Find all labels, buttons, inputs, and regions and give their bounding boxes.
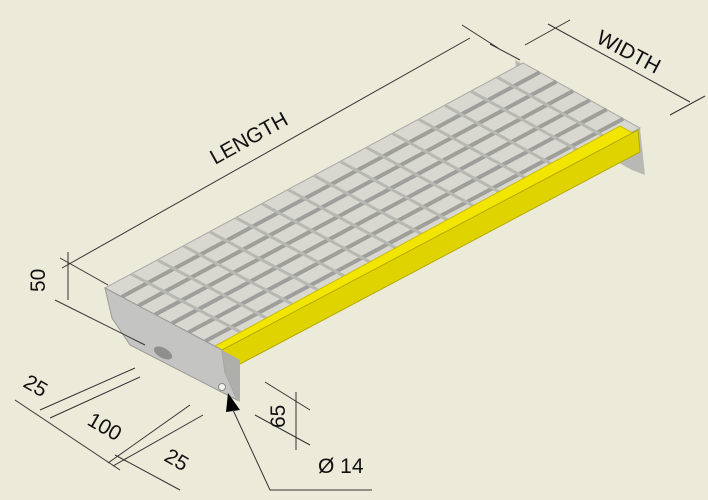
front-edge	[222, 350, 240, 402]
grating-bar	[261, 202, 380, 269]
grating-bar	[391, 131, 511, 199]
slot-hole	[153, 346, 173, 360]
grating-bar	[470, 89, 589, 158]
grating-bar	[339, 160, 458, 227]
ext-line	[107, 404, 191, 464]
slot-spacing-label: 100	[84, 408, 126, 445]
length-label: LENGTH	[206, 108, 292, 169]
grating-bar	[417, 117, 537, 185]
ext-line	[489, 43, 521, 61]
ext-line	[461, 24, 499, 49]
grating-bars	[120, 70, 625, 343]
ext-line	[49, 376, 141, 419]
grating-bar	[234, 216, 354, 282]
ext-line	[254, 414, 311, 446]
grating-bar	[443, 103, 563, 171]
ext-line	[264, 381, 311, 411]
grating-bar	[313, 174, 432, 241]
slot-dim-line	[14, 399, 121, 471]
ext-line	[39, 367, 136, 411]
leader-arrow	[226, 393, 240, 412]
bolt-hole	[218, 383, 226, 391]
hole-height-label: 65	[267, 405, 290, 428]
width-dim-line	[547, 23, 691, 103]
grating-bar	[156, 258, 275, 324]
ext-line	[669, 95, 706, 116]
height-label: 50	[27, 269, 50, 292]
grating-bar	[130, 272, 249, 338]
ext-line	[54, 299, 146, 346]
grating-bar	[182, 244, 302, 310]
hole-diameter-label: Ø 14	[318, 455, 364, 478]
grating-bar	[496, 75, 615, 144]
slot-offset-2-label: 25	[161, 444, 193, 476]
width-label: WIDTH	[593, 26, 665, 79]
grating-bar	[208, 230, 328, 296]
slot-offset-1-label: 25	[20, 370, 52, 402]
ext-line	[59, 257, 109, 286]
grating-bar	[287, 188, 406, 255]
ext-line	[112, 414, 204, 467]
length-dim-line	[61, 37, 471, 269]
grating-bar	[365, 146, 484, 213]
leader-line	[232, 409, 372, 491]
ext-line	[524, 19, 571, 46]
ext-line	[114, 454, 181, 491]
